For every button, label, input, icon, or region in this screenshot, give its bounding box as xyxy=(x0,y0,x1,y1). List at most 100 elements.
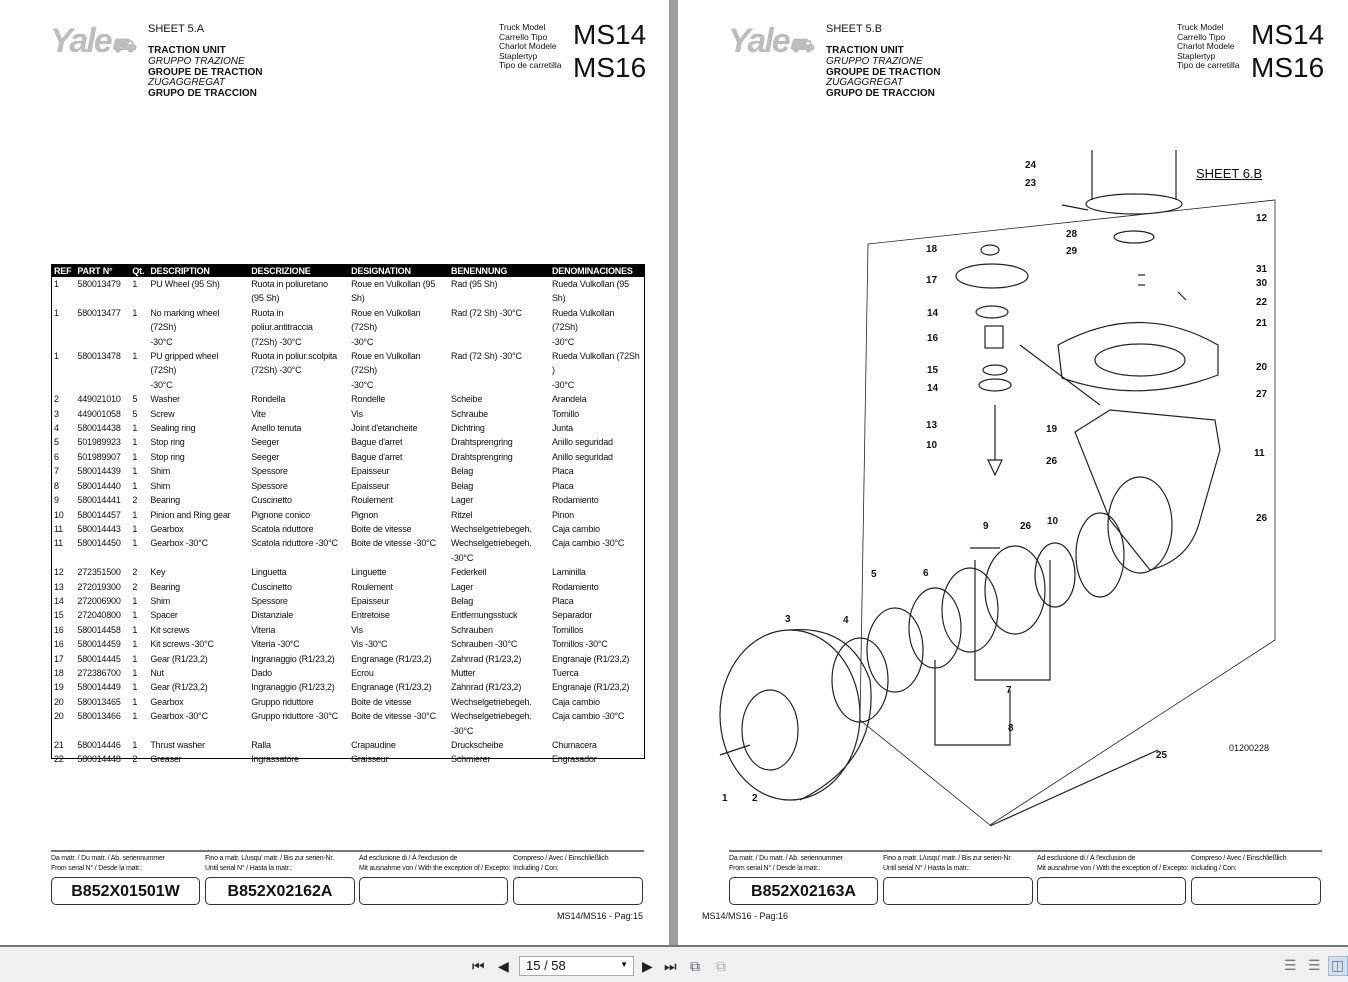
table-cell: 1 xyxy=(132,538,138,549)
table-cell: 2 xyxy=(132,581,138,592)
part-callout: 13 xyxy=(926,420,938,431)
part-callout: 26 xyxy=(1046,456,1058,467)
model-label: Carrello Tipo xyxy=(499,31,548,42)
table-cell: Wechselgetriebegeh. -30°C xyxy=(451,711,532,736)
last-page-icon[interactable]: ⏭ xyxy=(664,958,677,974)
section-title: GROUPE DE TRACTION xyxy=(826,66,941,78)
table-cell: Placa xyxy=(551,466,574,477)
table-cell: Gear (R1/23,2) xyxy=(150,653,208,664)
table-cell: Druckscheibe xyxy=(451,740,504,750)
table-cell: 580014438 xyxy=(77,423,121,434)
table-cell: 1 xyxy=(132,653,138,664)
table-cell: Pignone conico xyxy=(251,509,310,520)
table-cell: Roue en Vulkollan (72Sh) -30°C xyxy=(351,307,421,347)
part-callout: 10 xyxy=(926,440,938,451)
part-callout: 14 xyxy=(927,308,939,319)
part-callout: 26 xyxy=(1256,513,1268,524)
reference-sheet-label: SHEET 6.B xyxy=(1196,166,1263,181)
part-callout: 23 xyxy=(1025,178,1037,189)
table-cell: Schrauben -30°C xyxy=(451,639,518,650)
model-ms14: MS14 xyxy=(1251,19,1325,50)
table-cell: Placa xyxy=(551,595,574,606)
table-cell: 272040800 xyxy=(77,610,121,621)
table-cell: Caja cambio xyxy=(551,523,600,534)
column-header: DESCRIPTION xyxy=(147,264,249,277)
continuous-view-icon[interactable]: ☰ xyxy=(1308,957,1321,973)
part-callout: 22 xyxy=(1256,297,1268,308)
table-cell: Sealing ring xyxy=(150,423,196,434)
table-cell: 580014446 xyxy=(77,740,121,750)
table-cell: Arandela xyxy=(551,394,587,405)
section-title: GROUPE DE TRACTION xyxy=(148,66,263,78)
table-cell: Zahnrad (R1/23,2) xyxy=(451,682,522,693)
table-cell: Rodamiento xyxy=(551,495,599,506)
table-cell: Gruppo riduttore -30°C xyxy=(251,711,338,722)
table-cell: Belag xyxy=(451,480,474,491)
two-page-view-icon[interactable]: ◫ xyxy=(1328,956,1348,976)
table-cell: 22 xyxy=(54,754,64,765)
table-cell: Caja cambio -30°C xyxy=(551,538,625,549)
table-cell: 580014441 xyxy=(77,495,121,506)
table-cell: Entfernungsstuck xyxy=(451,610,518,621)
model-ms16: MS16 xyxy=(573,52,647,83)
table-cell: Bearing xyxy=(150,495,180,506)
table-cell: Seeger xyxy=(251,437,280,448)
model-label: Truck Model xyxy=(1177,22,1224,32)
table-cell: Vite xyxy=(251,408,266,419)
serial-field-label: Da matr. / Du matr. / Ab. seriennummer F… xyxy=(51,855,165,872)
table-cell: 1 xyxy=(132,624,138,635)
table-cell: Ralla xyxy=(251,740,271,750)
table-cell: Junta xyxy=(551,423,573,434)
table-cell: Boite de vitesse -30°C xyxy=(351,538,436,549)
part-callout: 27 xyxy=(1256,389,1268,400)
prev-page-icon[interactable]: ◀ xyxy=(498,958,509,974)
page-number-select[interactable]: 15 / 58▼ xyxy=(519,956,634,976)
table-cell: Vis xyxy=(351,624,363,635)
table-cell: Greaser xyxy=(150,754,182,765)
table-cell: Shim xyxy=(150,480,171,491)
table-cell: Shim xyxy=(150,595,171,606)
table-cell: Pinon xyxy=(551,509,574,520)
table-cell: Rad (72 Sh) -30°C xyxy=(451,307,522,318)
table-cell: 11 xyxy=(54,523,63,534)
single-page-view-icon[interactable]: ☰ xyxy=(1284,957,1297,973)
table-cell: Rueda Vulkollan (95 Sh) xyxy=(551,279,629,304)
table-cell: Boite de vitesse -30°C xyxy=(351,711,436,722)
table-cell: 580013479 xyxy=(77,279,121,289)
yale-logo: Yale⛟ xyxy=(50,22,136,60)
table-cell: Drahtsprengring xyxy=(451,451,513,462)
table-cell: 1 xyxy=(132,351,138,362)
table-cell: 5 xyxy=(132,394,138,405)
table-cell: 7 xyxy=(54,466,59,477)
table-cell: 1 xyxy=(54,307,59,318)
table-cell: 1 xyxy=(132,509,138,520)
table-cell: Linguette xyxy=(351,567,387,578)
table-cell: Roue en Vulkollan (72Sh) -30°C xyxy=(351,351,421,390)
chevron-down-icon[interactable]: ▼ xyxy=(620,960,628,969)
table-cell: Boite de vitesse xyxy=(351,523,412,534)
model-label: Charlot Modele xyxy=(1177,41,1235,52)
table-cell: Epaisseur xyxy=(351,466,390,477)
serial-field-label: Ad esclusione di / À l'exclusion de Mit … xyxy=(1037,855,1189,872)
table-cell: 1 xyxy=(132,279,138,289)
first-page-icon[interactable]: ⏮ xyxy=(472,958,485,974)
page-label: MS14/MS16 - Pag:16 xyxy=(702,911,789,921)
table-cell: Roulement xyxy=(351,581,393,592)
table-cell: Epaisseur xyxy=(351,595,390,606)
table-cell: Tuerca xyxy=(551,667,579,678)
part-callout: 20 xyxy=(1256,362,1268,373)
column-header: REF xyxy=(51,264,75,277)
table-cell: 21 xyxy=(54,740,64,750)
copy-icon[interactable]: ⧉ xyxy=(716,958,726,974)
next-page-icon[interactable]: ▶ xyxy=(642,958,653,974)
part-callout: 16 xyxy=(927,333,939,344)
section-title: TRACTION UNIT xyxy=(148,45,226,56)
rotate-icon[interactable]: ⧉ xyxy=(690,958,700,974)
